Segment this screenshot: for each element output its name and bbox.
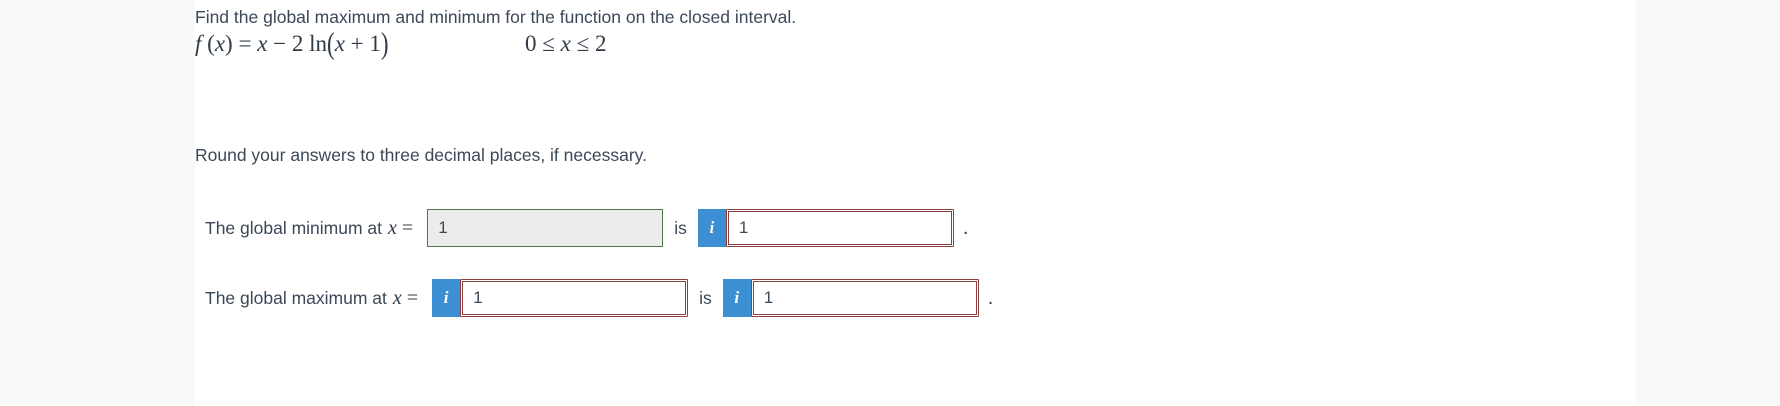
minimum-row-label: The global minimum at bbox=[205, 217, 383, 238]
maximum-variable-equals: x = bbox=[393, 287, 418, 310]
formula-coefficient: 2 bbox=[291, 31, 304, 56]
maximum-variable: x bbox=[392, 286, 402, 309]
maximum-value-info-icon[interactable]: i bbox=[722, 279, 751, 317]
domain-variable: x bbox=[560, 31, 571, 56]
formula-ln: ln bbox=[309, 31, 328, 56]
minimum-value-input[interactable] bbox=[725, 209, 954, 247]
minimum-is-label: is bbox=[674, 217, 687, 238]
domain-lower-bound: 0 bbox=[525, 31, 537, 56]
rounding-instruction: Round your answers to three decimal plac… bbox=[195, 145, 647, 165]
maximum-row-period: . bbox=[987, 286, 994, 309]
minimum-x-input[interactable] bbox=[427, 209, 664, 247]
minimum-equals: = bbox=[401, 216, 414, 239]
formula-inner-open-paren: ( bbox=[327, 26, 335, 61]
maximum-x-input[interactable] bbox=[460, 279, 689, 317]
domain-le-left: ≤ bbox=[542, 31, 555, 56]
answer-row-maximum: The global maximum at x = i is i . bbox=[205, 277, 993, 319]
domain-le-right: ≤ bbox=[576, 31, 590, 56]
minimum-value-info-icon[interactable]: i bbox=[697, 209, 726, 247]
formula-equals: = bbox=[238, 31, 252, 56]
question-prompt: Find the global maximum and minimum for … bbox=[195, 7, 797, 27]
domain-interval: 0 ≤ x ≤ 2 bbox=[525, 31, 606, 57]
minimum-variable: x bbox=[388, 216, 397, 239]
formula-close-paren: ) bbox=[225, 31, 233, 56]
function-definition: f (x) = x − 2 ln(x + 1) bbox=[195, 26, 389, 60]
maximum-equals: = bbox=[406, 286, 419, 309]
domain-upper-bound: 2 bbox=[594, 31, 607, 56]
formula-inner-constant: 1 bbox=[369, 31, 381, 56]
formula-inner-close-paren: ) bbox=[380, 26, 389, 61]
formula-minus: − bbox=[273, 31, 287, 56]
maximum-row-label: The global maximum at bbox=[205, 287, 387, 308]
minimum-variable-equals: x = bbox=[388, 217, 413, 240]
formula-inner-variable: x bbox=[334, 31, 345, 56]
answer-row-minimum: The global minimum at x = is i . bbox=[205, 207, 968, 249]
question-content-panel: Find the global maximum and minimum for … bbox=[195, 0, 1636, 406]
maximum-x-info-icon[interactable]: i bbox=[432, 279, 461, 317]
formula-f: f bbox=[195, 31, 202, 56]
minimum-row-period: . bbox=[962, 216, 969, 239]
formula-open-paren: ( bbox=[207, 31, 215, 56]
formula-plus: + bbox=[350, 31, 364, 56]
maximum-value-input[interactable] bbox=[750, 279, 979, 317]
formula-term-x: x bbox=[257, 31, 268, 56]
maximum-is-label: is bbox=[699, 287, 712, 308]
formula-variable: x bbox=[214, 31, 226, 56]
